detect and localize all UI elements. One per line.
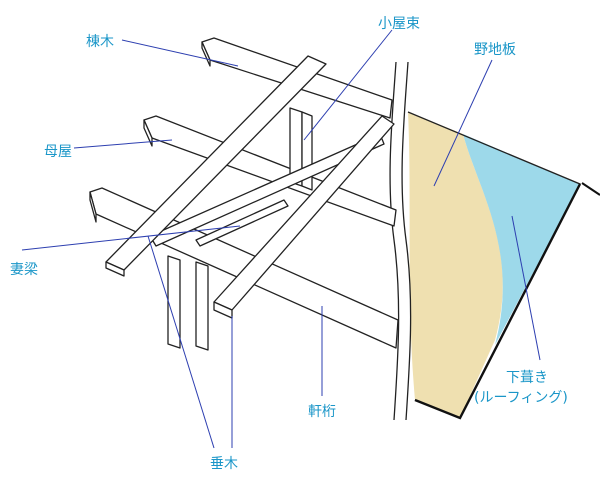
section-edge-left	[389, 61, 400, 421]
taruki-left-front	[105, 261, 125, 277]
label-nojiita: 野地板	[474, 42, 516, 58]
section-edge-right	[401, 61, 412, 421]
tsumabari-brace	[195, 199, 289, 247]
post-lower-left	[167, 255, 181, 349]
noki-keta-beam-face	[89, 191, 97, 223]
sheathing-corner-tick	[581, 182, 600, 196]
leader-moya	[73, 139, 173, 149]
roof-sheathing	[407, 111, 600, 420]
sheathing-outline-thick	[414, 183, 582, 420]
label-munagi: 棟木	[86, 34, 114, 50]
leader-tsumabari	[21, 225, 241, 251]
nojiita-board	[408, 112, 503, 418]
leader-koyazuka	[303, 29, 393, 141]
rafters	[105, 55, 395, 319]
moya-beam-face	[143, 119, 153, 147]
post-lower-right	[195, 261, 209, 351]
label-moya: 母屋	[44, 144, 72, 160]
leader-shitabuki	[511, 215, 541, 361]
tsumabari-beam	[149, 133, 385, 247]
label-taruki: 垂木	[210, 456, 238, 472]
leader-munagi	[121, 39, 239, 67]
section-edge	[389, 61, 412, 421]
leader-taruki-1	[147, 235, 215, 449]
horizontal-members	[89, 37, 399, 349]
labels: 棟木 小屋束 野地板 母屋 妻梁 軒桁 垂木 下葺き (ルーフィング)	[10, 16, 568, 472]
label-koyazuka: 小屋束	[378, 16, 420, 32]
tsumabari-group	[149, 133, 385, 247]
label-noki-keta: 軒桁	[308, 404, 336, 420]
leader-nojiita	[433, 59, 493, 187]
label-shitabuki-line1: 下葺き	[506, 370, 548, 386]
roofing-underlay	[463, 134, 580, 345]
label-tsumabari: 妻梁	[10, 262, 38, 278]
munagi-beam-face	[201, 41, 211, 67]
label-shitabuki-line2: (ルーフィング)	[474, 390, 568, 406]
leader-lines	[21, 29, 541, 449]
